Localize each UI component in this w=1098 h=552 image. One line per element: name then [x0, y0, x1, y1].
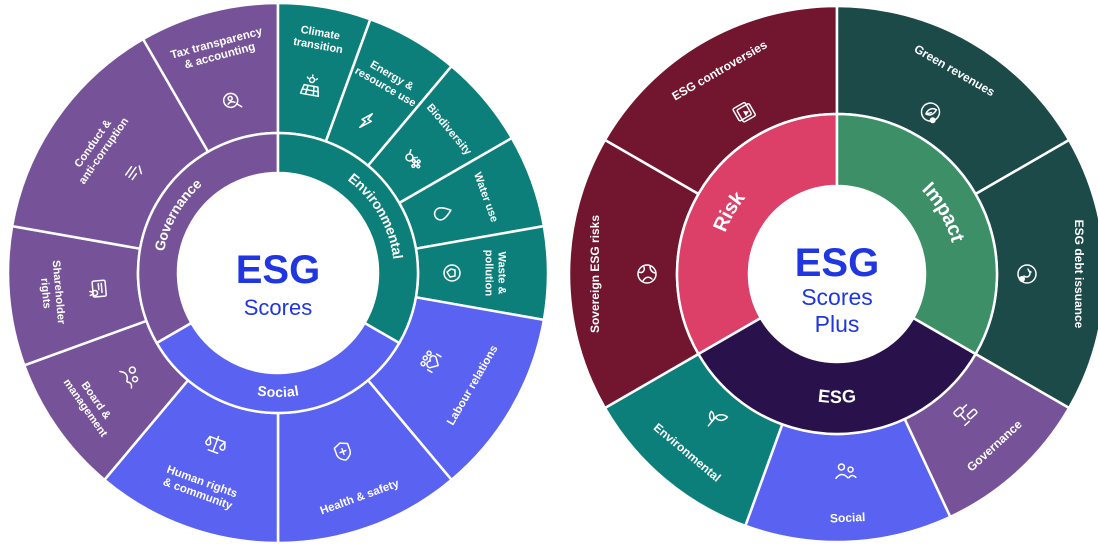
- scores-inner-segment-2: Social: [155, 321, 401, 415]
- water-drop-icon: [433, 207, 452, 221]
- scales-icon: [205, 435, 226, 454]
- plus-outer-label-2: ESG debt issuance: [1072, 220, 1086, 329]
- people-icon: [119, 366, 139, 389]
- esg-scores-wheel: Tax transparency& accountingClimatetrans…: [6, 1, 550, 545]
- media-icon: [732, 101, 756, 123]
- solar-panel-icon: [299, 74, 320, 98]
- plus-outer-label-line: Sovereign ESG risks: [588, 215, 602, 333]
- scores-center-title: ESG: [236, 248, 320, 292]
- certificate-icon: [89, 279, 107, 298]
- coin-cycle-icon: [1017, 264, 1037, 284]
- scores-outer-label-5: Waste &pollution: [483, 250, 508, 297]
- scores-outer-label-line: Shareholder: [50, 260, 68, 326]
- bee-flower-icon: [405, 149, 421, 169]
- scores-center-disc: [179, 174, 377, 372]
- plus-inner-wedge-0: [675, 112, 839, 356]
- people-icon: [835, 463, 857, 479]
- plus-center-disc: [750, 187, 924, 361]
- lightning-icon: [359, 113, 373, 129]
- scores-inner-label-2: Social: [257, 382, 300, 400]
- plus-inner-wedge-2: [696, 316, 978, 436]
- scores-outer-label-line: Waste &: [496, 252, 508, 295]
- plus-center-subtitle-2: Plus: [815, 311, 860, 337]
- scores-inner-wedge-2: [155, 321, 401, 415]
- plus-inner-segment-2: ESG: [696, 316, 978, 436]
- gavel-icon: [953, 404, 978, 427]
- scores-outer-label-line: pollution: [483, 250, 495, 297]
- plus-center-title: ESG: [795, 241, 879, 285]
- plus-inner-wedge-1: [835, 112, 999, 356]
- scores-outer-segment-6: Labour relations: [366, 295, 546, 482]
- scores-outer-segment-11: Conduct &anti-corruption: [10, 37, 210, 251]
- plus-inner-segment-0: Risk: [675, 112, 839, 356]
- recycle-icon: [443, 264, 461, 282]
- team-heart-icon: [420, 350, 442, 374]
- scores-outer-segment-10: Shareholderrights: [6, 224, 149, 367]
- scores-outer-label-line: rights: [38, 278, 53, 309]
- globe-icon: [637, 264, 657, 284]
- plus-outer-label-line: Social: [830, 510, 866, 526]
- scores-center-subtitle: Scores: [244, 295, 312, 320]
- leaf-icon: [707, 410, 729, 427]
- plus-inner-label-2: ESG: [817, 386, 857, 407]
- plus-outer-segment-1: Green revenues: [835, 4, 1071, 196]
- document-lines-icon: [124, 165, 143, 181]
- scores-outer-label-10: Shareholderrights: [37, 260, 68, 327]
- scores-outer-segment-7: Health & safety: [276, 378, 454, 545]
- scores-outer-segment-9: Board &management: [22, 319, 190, 482]
- plus-center-subtitle-1: Scores: [801, 284, 873, 310]
- plus-outer-label-line: ESG debt issuance: [1072, 220, 1086, 329]
- search-person-icon: [222, 92, 243, 109]
- plus-outer-label-4: Social: [830, 510, 866, 526]
- plus-outer-segment-3: Governance: [902, 352, 1071, 519]
- shield-plus-icon: [333, 442, 351, 461]
- plus-inner-segment-1: Impact: [835, 112, 999, 356]
- coin-leaf-icon: [920, 102, 941, 124]
- plus-outer-label-6: Sovereign ESG risks: [588, 215, 602, 333]
